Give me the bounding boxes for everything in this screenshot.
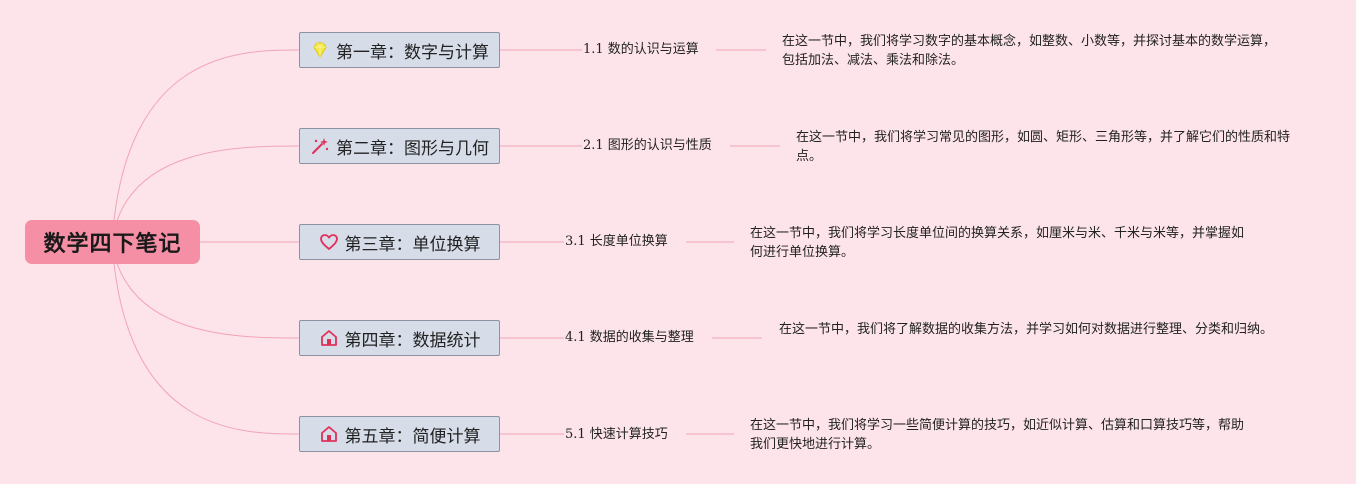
- section-description-3: 在这一节中，我们将学习长度单位间的换算关系，如厘米与米、千米与米等，并掌握如何进…: [750, 226, 1245, 260]
- chapter-title: 第一章：数字与计算: [336, 42, 489, 63]
- branch-curve-5: [111, 241, 300, 435]
- chapter-node-2[interactable]: 第二章：图形与几何: [299, 128, 500, 164]
- chapter-node-1[interactable]: 第一章：数字与计算: [299, 32, 500, 68]
- chapter-node-3[interactable]: 第三章：单位换算: [299, 224, 500, 260]
- chapter-title: 第二章：图形与几何: [336, 138, 489, 159]
- root-topic[interactable]: 数学四下笔记: [25, 220, 200, 264]
- section-description-5: 在这一节中，我们将学习一些简便计算的技巧，如近似计算、估算和口算技巧等，帮助我们…: [750, 418, 1245, 452]
- section-label-3[interactable]: 3.1 长度单位换算: [565, 234, 668, 249]
- branch-curve-2: [111, 145, 300, 243]
- branch-curve-4: [111, 241, 300, 339]
- section-description-4: 在这一节中，我们将了解数据的收集方法，并学习如何对数据进行整理、分类和归纳。: [779, 322, 1274, 337]
- chapter-title: 第三章：单位换算: [344, 234, 481, 255]
- chapter-node-5[interactable]: 第五章：简便计算: [299, 416, 500, 452]
- section-description-2: 在这一节中，我们将学习常见的图形，如圆、矩形、三角形等，并了解它们的性质和特点。: [796, 130, 1291, 164]
- root-title: 数学四下笔记: [43, 232, 182, 257]
- home-icon: [319, 424, 339, 444]
- section-label-2[interactable]: 2.1 图形的认识与性质: [583, 138, 712, 153]
- heart-icon: [319, 232, 339, 252]
- section-label-1[interactable]: 1.1 数的认识与运算: [583, 42, 699, 57]
- magic-wand-icon: [310, 136, 330, 156]
- chapter-title: 第五章：简便计算: [344, 426, 481, 447]
- section-label-4[interactable]: 4.1 数据的收集与整理: [565, 330, 694, 345]
- chapter-node-4[interactable]: 第四章：数据统计: [299, 320, 500, 356]
- section-description-1: 在这一节中，我们将学习数字的基本概念，如整数、小数等，并探讨基本的数学运算，包括…: [782, 34, 1277, 68]
- branch-curve-1: [111, 49, 300, 243]
- chapter-title: 第四章：数据统计: [344, 330, 481, 351]
- section-label-5[interactable]: 5.1 快速计算技巧: [565, 427, 668, 442]
- home-icon: [319, 328, 339, 348]
- gem-icon: [310, 40, 330, 60]
